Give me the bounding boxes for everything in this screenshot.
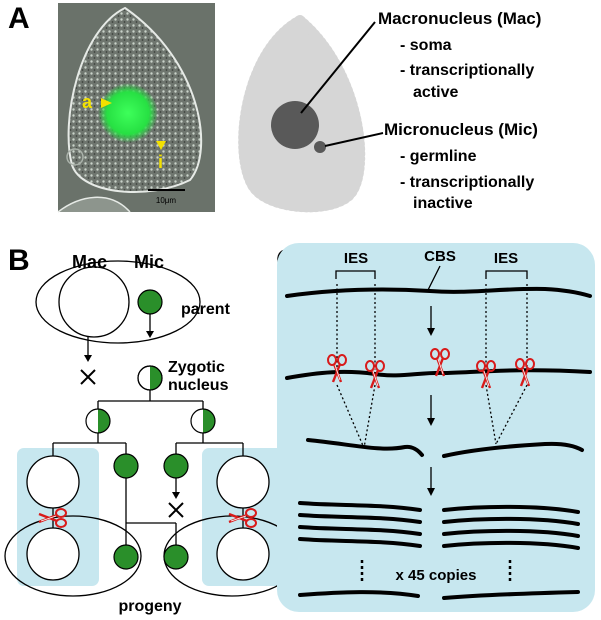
marker-i: i bbox=[156, 141, 166, 172]
parent-mac bbox=[58, 266, 130, 338]
division-nucleus-left bbox=[85, 408, 111, 434]
panel-a-letter: A bbox=[8, 2, 30, 35]
arrowhead-icon bbox=[156, 141, 166, 150]
amplified-chromosomes bbox=[298, 501, 580, 600]
mic-right-b bbox=[163, 544, 189, 570]
zygotic-nucleus bbox=[137, 365, 163, 391]
micronucleus-bullet-2: - transcriptionally bbox=[400, 174, 534, 191]
degradation-x-icon bbox=[168, 502, 184, 518]
panel-c-background bbox=[277, 243, 595, 612]
panel-c-diagram: IES CBS IES bbox=[277, 243, 595, 612]
panel-b-letter: B bbox=[8, 244, 30, 277]
macronucleus-shape bbox=[271, 101, 319, 149]
parent-mic bbox=[137, 289, 163, 315]
ies-label-right: IES bbox=[494, 250, 518, 267]
mic-left-a bbox=[113, 453, 139, 479]
mac-fragment-left bbox=[306, 438, 424, 457]
mic-leader-line bbox=[324, 132, 384, 147]
germline-chromosome bbox=[285, 286, 592, 298]
progeny-label: progeny bbox=[118, 598, 181, 615]
svg-text:a: a bbox=[82, 92, 93, 112]
ies-label-left: IES bbox=[344, 250, 368, 267]
zygotic-label-2: nucleus bbox=[168, 377, 229, 394]
mic-right-a bbox=[163, 453, 189, 479]
macronucleus-description: Macronucleus (Mac) - soma - transcriptio… bbox=[378, 9, 541, 101]
macronucleus-bullet-2: - transcriptionally bbox=[400, 62, 534, 79]
ies-bracket-right bbox=[485, 270, 528, 279]
svg-text:i: i bbox=[158, 152, 163, 172]
cbs-label: CBS bbox=[424, 248, 456, 265]
micronucleus-bullet-1: - germline bbox=[400, 148, 477, 165]
parent-cell bbox=[35, 260, 201, 344]
micronucleus-description: Micronucleus (Mic) - germline - transcri… bbox=[384, 120, 538, 212]
new-mac-left bbox=[26, 527, 80, 581]
zygotic-label-1: Zygotic bbox=[168, 359, 225, 376]
macronucleus-bullet-2-cont: active bbox=[413, 84, 458, 101]
mic-label: Mic bbox=[134, 252, 164, 272]
cell-schematic bbox=[238, 13, 384, 213]
micronucleus-title: Micronucleus (Mic) bbox=[384, 120, 538, 139]
marker-a: a bbox=[82, 92, 112, 112]
progeny-cell-left bbox=[4, 515, 142, 597]
chromosome-excision bbox=[285, 368, 592, 380]
micronucleus-shape bbox=[314, 141, 326, 153]
arrowhead-icon bbox=[101, 98, 112, 108]
mic-left-b bbox=[113, 544, 139, 570]
mac-leader-line bbox=[300, 21, 376, 114]
macronucleus-bullet-1: - soma bbox=[400, 37, 452, 54]
new-mac-precursor-right bbox=[216, 455, 270, 509]
degradation-x-icon bbox=[80, 369, 96, 385]
panel-b-diagram: Mac Mic parent Zygotic nucleus bbox=[4, 252, 301, 615]
copies-label: x 45 copies bbox=[396, 567, 477, 584]
macronucleus-fluorescence bbox=[98, 83, 158, 143]
new-mac-right bbox=[216, 527, 270, 581]
scale-bar-label: 10μm bbox=[156, 196, 177, 205]
macronucleus-title: Macronucleus (Mac) bbox=[378, 9, 541, 28]
micrograph: a i 10μm bbox=[57, 3, 215, 213]
micronucleus-bullet-2-cont: inactive bbox=[413, 195, 473, 212]
mac-label: Mac bbox=[72, 252, 107, 272]
mac-fragment-right bbox=[442, 441, 584, 458]
ies-bracket-left bbox=[335, 270, 376, 279]
division-nucleus-right bbox=[190, 408, 216, 434]
parent-label: parent bbox=[181, 301, 231, 318]
new-mac-precursor-left bbox=[26, 455, 80, 509]
